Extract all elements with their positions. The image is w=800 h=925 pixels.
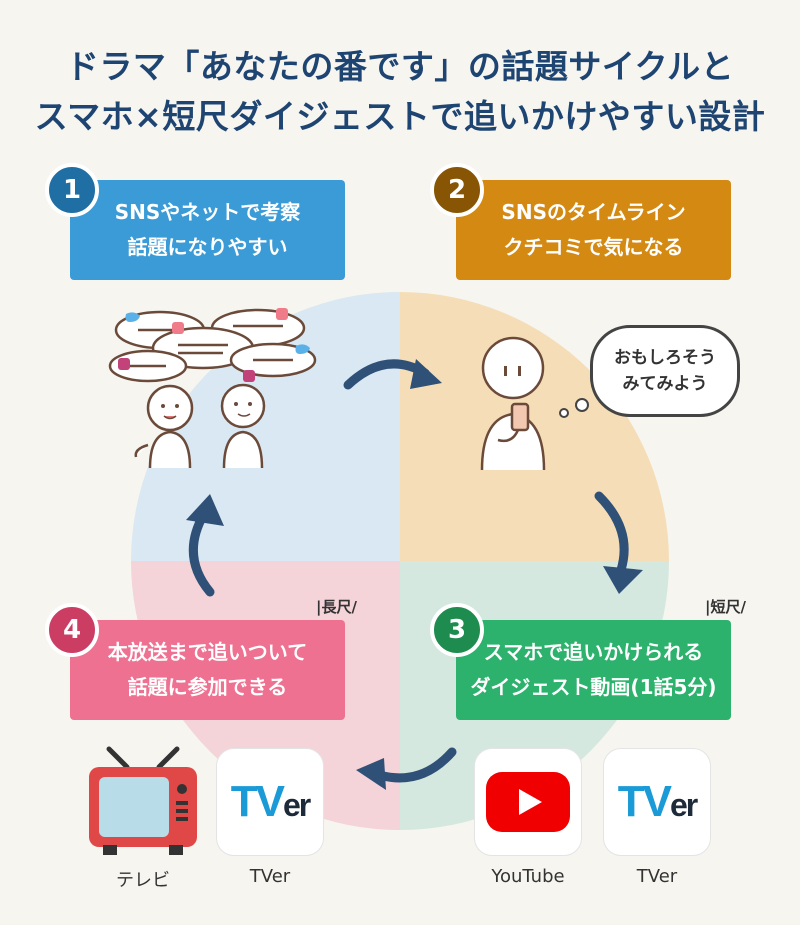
platform-label-tver: TVer [636, 866, 678, 887]
tag-short-form: |短尺/ [705, 598, 746, 616]
page-title-line1: ドラマ「あなたの番です」の話題サイクルと [65, 47, 735, 86]
step-2-line2: クチコミで気になる [503, 235, 684, 259]
step-2-badge: 2 [430, 163, 484, 217]
step-1-badge: 1 [45, 163, 99, 217]
instagram-icon [118, 358, 130, 370]
instagram-icon [243, 370, 255, 382]
youtube-app-icon [474, 748, 582, 856]
step-3-box: スマホで追いかけられる ダイジェスト動画(1話5分) [456, 620, 731, 720]
tag-long-form: |長尺/ [316, 598, 357, 616]
step-2-box: SNSのタイムライン クチコミで気になる [456, 180, 731, 280]
thought-dot [575, 398, 589, 412]
step-4-badge: 4 [45, 603, 99, 657]
step-1-line1: SNSやネットで考察 [114, 200, 301, 224]
twitter-icon [125, 312, 310, 354]
arrow-3-to-4 [356, 747, 457, 790]
step-3-line1: スマホで追いかけられる [483, 640, 704, 664]
step-3-badge: 3 [430, 603, 484, 657]
thought-dot [559, 408, 569, 418]
video-icon [276, 308, 288, 320]
phone-user-illustration [480, 336, 546, 470]
tver-app-icon: TVer [216, 748, 324, 856]
page-title-line2: スマホ×短尺ダイジェストで追いかけやすい設計 [34, 97, 766, 136]
speech-bubble: おもしろそう みてみよう [559, 325, 740, 418]
step-1-box: SNSやネットで考察 話題になりやすい [70, 180, 345, 280]
platform-label-tver: TVer [249, 866, 291, 887]
step-2-line1: SNSのタイムライン [501, 200, 686, 224]
step-4-line1: 本放送まで追いついて [107, 640, 308, 664]
speech-line2: みてみよう [622, 374, 708, 394]
arrow-2-to-3 [594, 491, 643, 594]
video-icon [172, 322, 184, 334]
speech-line1: おもしろそう [614, 348, 716, 368]
step-4-line2: 話題に参加できる [127, 675, 288, 699]
platform-label-youtube: YouTube [491, 866, 565, 887]
tver-logo: TVer [230, 777, 312, 826]
step-4-box: 本放送まで追いついて 話題に参加できる [70, 620, 345, 720]
step-3-line2: ダイジェスト動画(1話5分) [470, 675, 717, 699]
step-1-line2: 話題になりやすい [127, 235, 288, 259]
tv-icon [89, 746, 197, 855]
platform-label-tv: テレビ [116, 870, 170, 891]
tver-logo: TVer [617, 777, 699, 826]
youtube-logo [486, 772, 570, 832]
tver-app-icon: TVer [603, 748, 711, 856]
sns-chatter-illustration [108, 308, 317, 469]
arrow-1-to-2 [343, 359, 442, 390]
arrow-4-to-1 [186, 494, 224, 597]
